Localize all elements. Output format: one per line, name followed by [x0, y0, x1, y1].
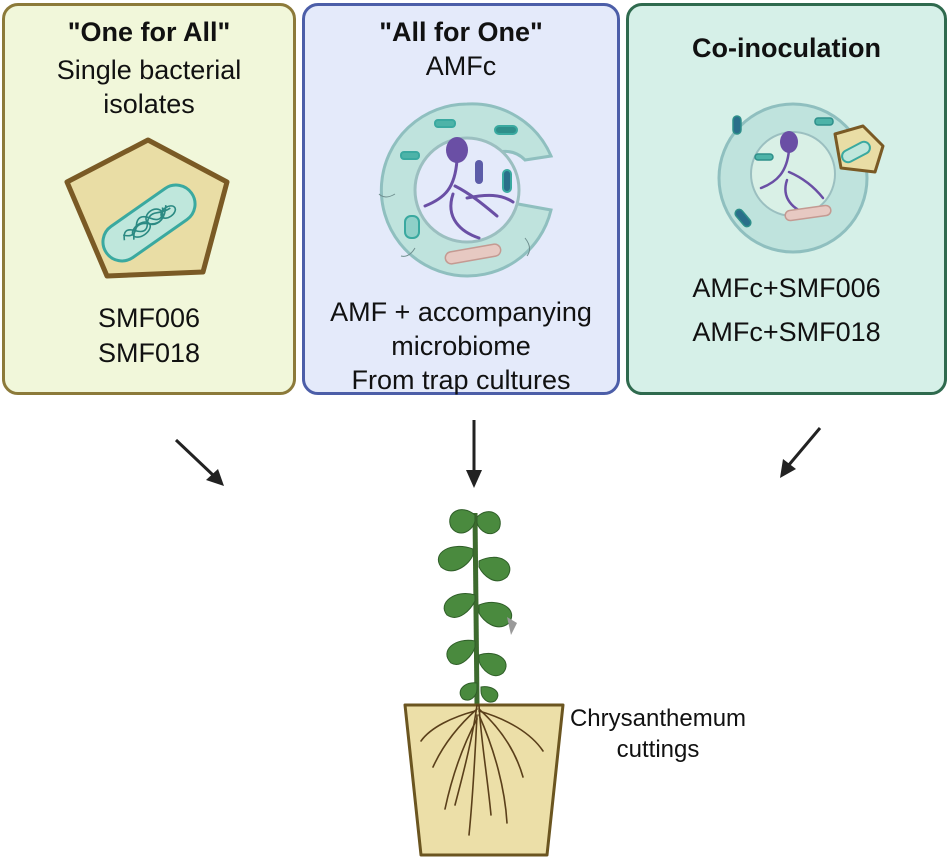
panel-subtitle: isolates	[103, 89, 195, 119]
panel-title: "All for One"	[379, 17, 543, 47]
amf-item: From trap cultures	[351, 365, 571, 395]
coinoculation-item: AMFc+SMF006	[692, 273, 881, 303]
coinoculation-item: AMFc+SMF018	[692, 317, 881, 347]
coinoculation-icon	[717, 102, 885, 254]
panel-co-inoculation: Co-inoculation AMFc+SMF006 AMFc+SMF018	[626, 3, 947, 395]
panel-title: "One for All"	[67, 17, 231, 47]
plant-label-line: cuttings	[616, 736, 700, 763]
arrow-down-right-icon	[174, 438, 224, 486]
isolate-item: SMF006	[97, 303, 201, 333]
arrow-down-left-icon	[780, 427, 822, 478]
isolate-item: SMF018	[97, 338, 201, 368]
panel-subtitle: AMFc	[425, 51, 497, 81]
amf-community-icon	[378, 102, 554, 278]
potted-plant-icon	[403, 509, 565, 857]
flower-pot-icon	[403, 703, 565, 857]
plant-foliage-icon	[438, 509, 517, 706]
amf-item: microbiome	[391, 331, 531, 361]
panel-all-for-one: "All for One" AMFc AMF + accompanying mi…	[302, 3, 620, 395]
panel-subtitle: Single bacterial	[56, 55, 242, 85]
amf-item: AMF + accompanying	[330, 297, 592, 327]
bacterium-icon	[64, 137, 230, 279]
arrow-down-icon	[466, 420, 482, 488]
panel-title: Co-inoculation	[692, 33, 881, 63]
plant-label: Chrysanthemum cuttings	[568, 703, 748, 765]
plant-label-line: Chrysanthemum	[569, 705, 747, 732]
panel-one-for-all: "One for All" Single bacterial isolates …	[2, 3, 296, 395]
